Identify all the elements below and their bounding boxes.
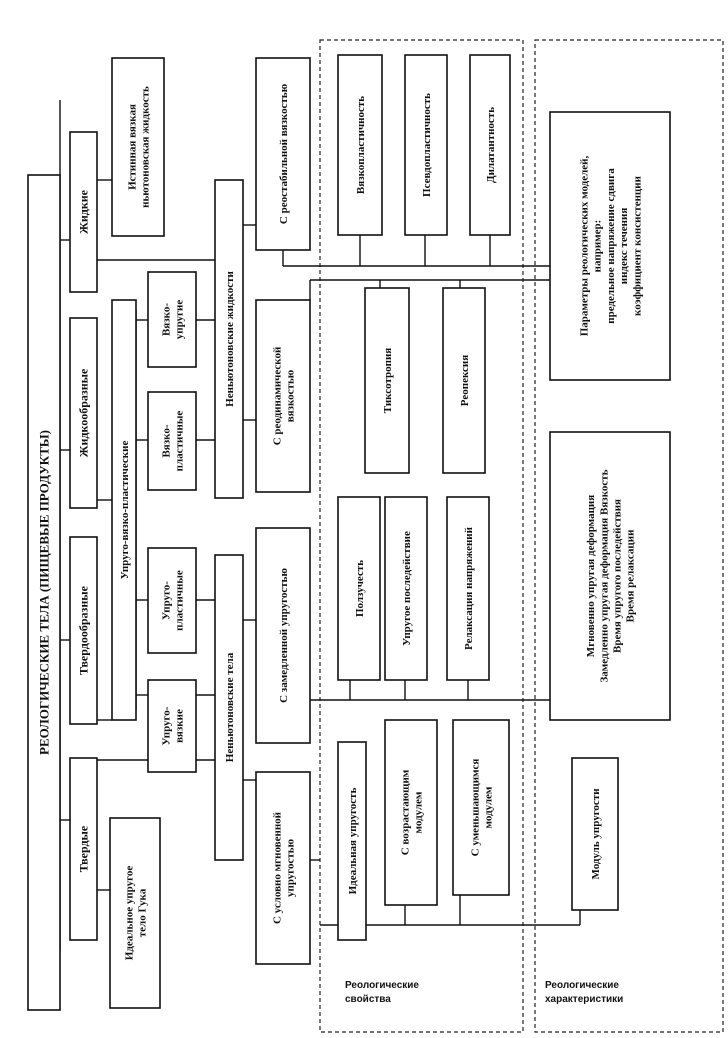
type-elastic-plastic-viscous: Упруго-вязко-пластические (119, 441, 131, 580)
subtype-rheostable-box: С реостабильной вязкостью (255, 57, 311, 251)
prop-elastic-aftereffect: Упругое последействие (401, 531, 413, 646)
type-viscous-plastic-box: Вязко-пластичные (147, 391, 197, 491)
type-elastic-viscous-box: Упруго-вязкие (147, 679, 197, 773)
type-elastic-plastic-box: Упруго-пластичные (147, 547, 197, 654)
category-solid-box: Твердые (69, 757, 98, 941)
prop-ideal-elasticity-box: Идеальная упругость (337, 741, 367, 941)
diagram-title: РЕОЛОГИЧЕСКИЕ ТЕЛА (ПИЩЕВЫЕ ПРОДУКТЫ) (37, 430, 52, 755)
category-solidlike-box: Твердообразные (69, 536, 98, 725)
properties-section-frame (319, 39, 524, 1033)
type-elastic-plastic-viscous-box: Упруго-вязко-пластические (111, 299, 137, 721)
prop-ideal-elasticity: Идеальная упругость (347, 787, 359, 894)
prop-thixotropy-box: Тиксотропия (364, 287, 410, 474)
char-deformation-box: Мгновенно упругая деформацияЗамедленно у… (549, 431, 671, 721)
subtype-instant-elastic-box: С условно мгновеннойупругостью (255, 771, 311, 965)
type-non-newtonian-bodies: Неньютоновские тела (224, 652, 236, 762)
type-non-newtonian-bodies-box: Неньютоновские тела (214, 554, 244, 861)
prop-decreasing-modulus: С уменьшающимсямодулем (469, 759, 494, 857)
type-non-newtonian-liquids-box: Неньютоновские жидкости (214, 179, 244, 499)
char-elastic-modulus-box: Модуль упругости (571, 757, 619, 911)
prop-viscoplasticity-box: Вязкопластичность (337, 54, 383, 236)
prop-rheopexy: Реопексия (459, 355, 471, 406)
prop-rheopexy-box: Реопексия (442, 287, 486, 474)
type-newtonian-liquid-box: Истинная вязкаяньютоновская жидкость (111, 57, 165, 237)
section-label-properties: Реологические свойства (345, 980, 422, 1005)
prop-stress-relaxation-box: Релаксация напряжений (446, 496, 490, 681)
category-liquid-box: Жидкие (69, 131, 98, 293)
char-elastic-modulus: Модуль упругости (590, 788, 602, 880)
prop-stress-relaxation: Релаксация напряжений (463, 526, 475, 650)
category-liquid: Жидкие (77, 189, 91, 234)
type-elastic-viscous: Упруго-вязкие (160, 706, 185, 745)
subtype-rheostable: С реостабильной вязкостью (278, 84, 290, 224)
prop-increasing-modulus: С возрастающиммодулем (399, 769, 424, 855)
category-liquidlike: Жидкообразные (77, 368, 91, 457)
prop-thixotropy: Тиксотропия (382, 348, 394, 414)
title-box: РЕОЛОГИЧЕСКИЕ ТЕЛА (ПИЩЕВЫЕ ПРОДУКТЫ) (27, 174, 61, 1011)
section-label-characteristics: Реологические характеристики (545, 980, 623, 1005)
type-viscous-plastic: Вязко-пластичные (160, 411, 185, 472)
prop-dilatancy-box: Дилатантность (469, 54, 511, 236)
category-liquidlike-box: Жидкообразные (69, 317, 98, 509)
prop-pseudoplasticity-box: Псевдопластичность (404, 54, 448, 236)
category-solid: Твердые (77, 825, 91, 872)
prop-creep: Ползучесть (354, 560, 366, 617)
prop-dilatancy: Дилатантность (485, 107, 497, 183)
char-model-parameters: Параметры реологических моделей,например… (578, 155, 643, 336)
subtype-delayed-elastic-box: С замедленной упругостью (255, 527, 311, 744)
subtype-instant-elastic: С условно мгновеннойупругостью (271, 811, 296, 924)
type-newtonian-liquid: Истинная вязкаяньютоновская жидкость (126, 86, 151, 208)
type-elastic-plastic: Упруго-пластичные (160, 570, 185, 631)
subtype-rheodynamic: С реодинамическойвязкостью (271, 346, 296, 445)
category-solidlike: Твердообразные (77, 585, 91, 675)
prop-increasing-modulus-box: С возрастающиммодулем (384, 719, 438, 906)
subtype-delayed-elastic: С замедленной упругостью (278, 568, 290, 703)
type-non-newtonian-liquids: Неньютоновские жидкости (224, 271, 236, 407)
prop-decreasing-modulus-box: С уменьшающимсямодулем (452, 719, 510, 896)
prop-pseudoplasticity: Псевдопластичность (421, 93, 433, 197)
type-hooke: Идеальное упругоетело Гука (123, 866, 148, 961)
prop-elastic-aftereffect-box: Упругое последействие (384, 496, 428, 681)
char-model-parameters-box: Параметры реологических моделей,например… (549, 111, 671, 381)
type-viscous-elastic: Вязко-упругие (160, 300, 185, 340)
type-viscous-elastic-box: Вязко-упругие (147, 271, 197, 368)
char-deformation: Мгновенно упругая деформацияЗамедленно у… (585, 469, 637, 682)
characteristics-section-frame (534, 39, 724, 1033)
type-hooke-box: Идеальное упругоетело Гука (109, 817, 161, 1009)
prop-creep-box: Ползучесть (337, 496, 381, 681)
prop-viscoplasticity: Вязкопластичность (355, 96, 367, 194)
subtype-rheodynamic-box: С реодинамическойвязкостью (255, 299, 311, 493)
